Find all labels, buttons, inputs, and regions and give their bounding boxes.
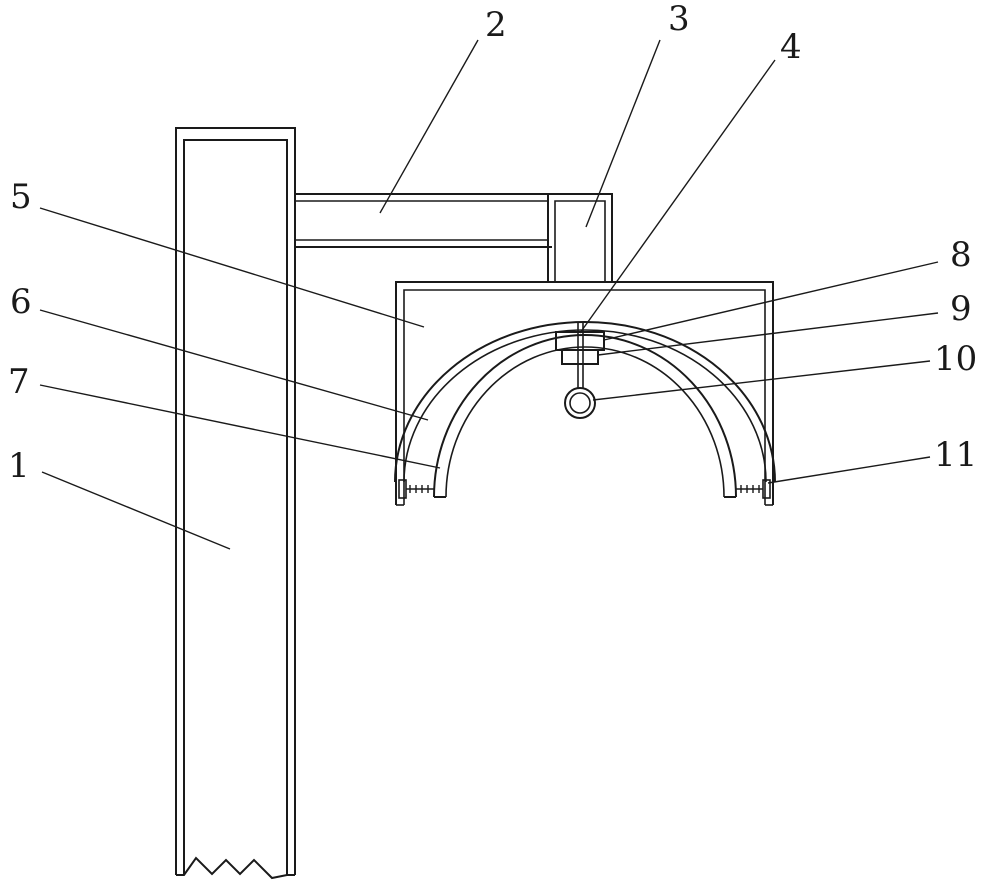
part-5-housing [395,281,774,506]
part-6-outer-arc [394,321,776,483]
label-9: 9 [950,289,972,329]
part-2-arm [295,193,552,248]
leader-lines [39,39,939,550]
part-labels: 1 2 3 4 5 6 7 8 9 10 11 [8,0,977,486]
label-10: 10 [934,339,977,379]
label-2: 2 [485,5,507,45]
part-4-rod [577,322,584,388]
label-4: 4 [780,27,802,67]
label-7: 7 [8,362,30,402]
label-3: 3 [668,0,690,39]
label-8: 8 [950,235,972,275]
leader-2 [379,39,479,214]
part-10-ring [564,387,596,419]
leader-6 [39,309,429,421]
leader-3 [585,39,661,228]
part-3-connector [547,193,613,283]
label-5: 5 [10,177,32,217]
label-1: 1 [8,446,30,486]
leader-11 [767,456,931,484]
part-9-lower-block [561,349,599,365]
leader-9 [597,312,939,356]
leader-7 [39,384,441,469]
part-11-left-clamp [398,479,434,499]
label-6: 6 [10,282,32,322]
leader-4 [579,59,776,334]
label-11: 11 [934,435,977,475]
leader-5 [39,207,425,328]
leader-10 [592,360,931,401]
leader-8 [603,261,939,341]
leader-1 [41,471,231,550]
part-11-right-clamp [736,479,771,499]
part-7-inner-arc [433,334,737,498]
part-1-column [175,127,296,880]
